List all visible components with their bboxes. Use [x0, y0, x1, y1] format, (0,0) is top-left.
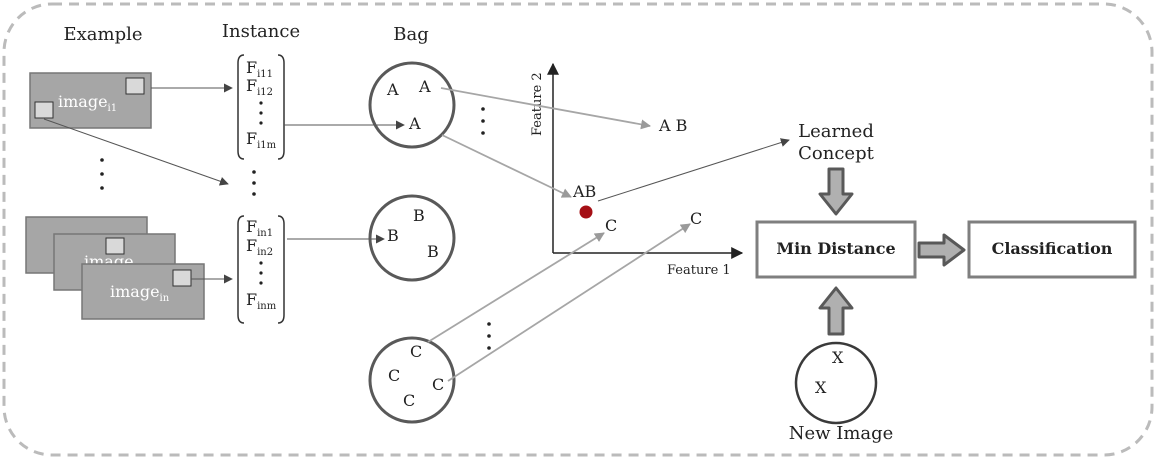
bag-b	[368, 194, 456, 282]
bag-b-label-2: B	[387, 226, 399, 245]
ellipsis-bag-bottom	[487, 322, 491, 350]
instance-finm: Finm	[246, 290, 277, 312]
image-label-i1: imagei1	[58, 92, 117, 114]
ellipsis-bag-top	[481, 107, 485, 135]
instance-fin2: Fin2	[246, 236, 273, 258]
example-image-top: imagei1	[29, 72, 152, 129]
ellipsis-instance-bottom	[259, 261, 263, 285]
bag-c	[368, 336, 456, 424]
feature-point-c-mid: C	[605, 216, 617, 235]
arrow-point-to-learned-concept	[597, 138, 790, 202]
feature-2-label: Feature 2	[530, 72, 545, 136]
header-example: Example	[63, 24, 142, 45]
bag-c-label-1: C	[410, 342, 422, 361]
arrow-image-to-instance-middle	[43, 118, 229, 186]
classification-label: Classification	[992, 239, 1113, 258]
bag-a-label-3: A	[408, 114, 421, 133]
new-image-bag	[794, 341, 878, 425]
instance-fi11: Fi11	[246, 58, 273, 80]
arrow-min-distance-to-classification	[917, 233, 966, 267]
bag-b-label-3: B	[427, 242, 439, 261]
feature-point-ab: AB	[572, 182, 596, 201]
bag-c-label-2: C	[388, 366, 400, 385]
learned-concept-line1: Learned	[798, 121, 874, 142]
classification-box	[967, 220, 1137, 279]
bag-a	[368, 61, 456, 149]
image-label-in: imagein	[110, 282, 170, 304]
example-image-stack: imagei2 imagein	[25, 216, 205, 320]
new-image-x-2: X	[815, 378, 827, 397]
bag-a-label-2: A	[418, 77, 431, 96]
new-image-x-1: X	[832, 348, 844, 367]
ellipsis-instance-middle	[252, 170, 256, 196]
header-instance: Instance	[222, 21, 300, 42]
min-distance-label: Min Distance	[776, 239, 895, 258]
instance-fi1m: Fi1m	[246, 129, 277, 151]
arrow-concept-to-min-distance	[818, 167, 854, 216]
instance-bracket-bottom	[237, 215, 285, 324]
instance-bracket-top	[237, 54, 285, 160]
feature-point-c-right: C	[690, 209, 702, 228]
learned-concept-point	[579, 205, 593, 219]
feature-1-label: Feature 1	[667, 263, 731, 278]
arrow-bag-a-to-ab-top	[440, 87, 651, 130]
bag-c-label-4: C	[403, 391, 415, 410]
min-distance-box	[755, 220, 917, 279]
ellipsis-example	[100, 158, 104, 190]
arrow-bag-c-to-c-right	[447, 223, 691, 382]
arrow-bag-c-to-c-mid	[427, 232, 605, 343]
arrow-new-image-to-min-distance	[818, 286, 854, 336]
bag-c-label-3: C	[432, 375, 444, 394]
instance-fi12: Fi12	[246, 76, 273, 98]
arrow-bag-a-to-ab	[441, 134, 572, 198]
ellipsis-instance-top	[259, 101, 263, 125]
new-image-label: New Image	[789, 423, 894, 444]
bag-a-label-1: A	[386, 80, 399, 99]
instance-fin1: Fin1	[246, 217, 273, 239]
feature-point-ab-top: A B	[658, 116, 687, 135]
header-bag: Bag	[393, 24, 428, 45]
learned-concept-line2: Concept	[798, 143, 874, 164]
bag-b-label-1: B	[413, 206, 425, 225]
